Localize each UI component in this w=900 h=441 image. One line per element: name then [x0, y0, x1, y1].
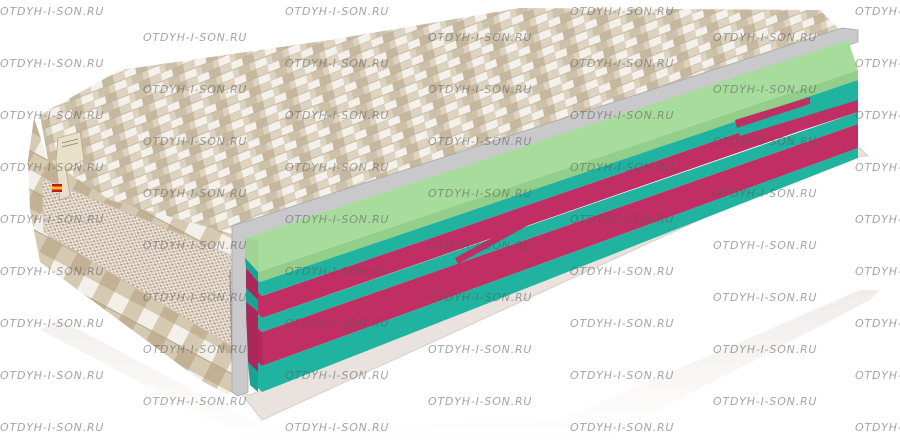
layer-top-comfort-foam-front [245, 70, 858, 282]
pink-insert-notch-lower [455, 198, 565, 264]
foam-end-face-pink-1 [246, 268, 258, 300]
foam-end-face-green [245, 238, 258, 272]
pink-insert-notch-upper [735, 97, 810, 128]
layer-top-comfort-foam-top [245, 40, 858, 272]
mattress-top-surface [40, 8, 840, 232]
foam-end-face-pink-2 [246, 302, 258, 372]
turquoise-notch-band-upper [737, 92, 858, 136]
layer-thin-turquoise [246, 80, 858, 296]
floor-shadow [40, 290, 880, 441]
foam-end-face-turquoise-2 [246, 288, 258, 312]
top-surface-sheen [40, 8, 840, 232]
layer-main-pink-core [246, 124, 858, 366]
foam-end-face-turquoise-3 [248, 362, 258, 392]
layer-mid-turquoise [246, 112, 858, 332]
foam-end-face-turquoise-1 [245, 258, 258, 282]
label-tag [52, 131, 85, 201]
layer-bottom-turquoise [248, 148, 858, 392]
layer-upper-pink-foam [246, 92, 858, 318]
